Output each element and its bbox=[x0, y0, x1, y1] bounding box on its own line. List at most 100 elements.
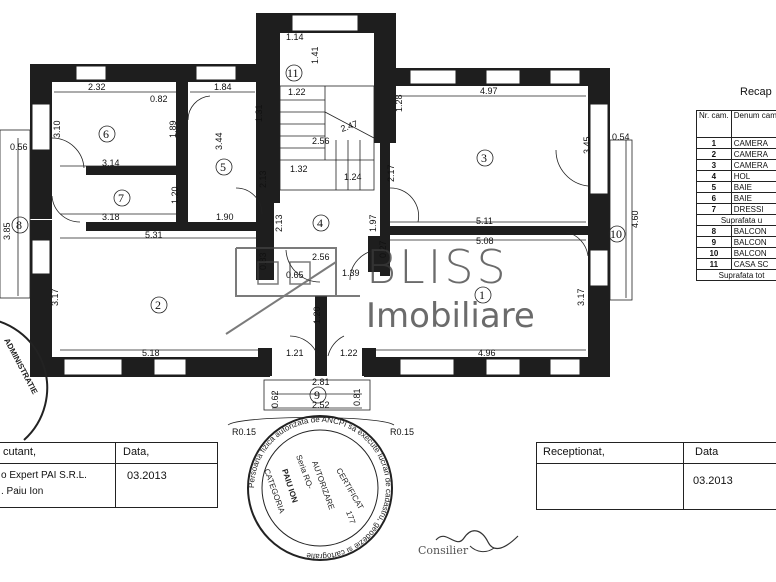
stamp-name: PAIU ION bbox=[280, 468, 299, 504]
dim-label: 1.89 bbox=[168, 120, 178, 138]
cell-nr: 9 bbox=[696, 236, 732, 248]
room-number: 10 bbox=[610, 227, 622, 241]
cell-nr: 3 bbox=[696, 159, 732, 171]
dim-label: 4.96 bbox=[478, 348, 496, 358]
cell-nr: 1 bbox=[696, 137, 732, 149]
executant-company: o Expert PAI S.R.L. bbox=[1, 470, 87, 481]
cell-name: BAIE bbox=[730, 181, 776, 193]
cell-nr: 11 bbox=[696, 258, 732, 270]
cell-name: CASA SC bbox=[730, 258, 776, 270]
dim-label: 0.62 bbox=[270, 390, 280, 408]
dim-label: 1.97 bbox=[368, 214, 378, 232]
windows bbox=[31, 14, 609, 376]
stamp-seria: Seria RO- bbox=[294, 454, 315, 491]
dim-label: 2.32 bbox=[88, 82, 106, 92]
dim-label: 1.84 bbox=[214, 82, 232, 92]
dim-label: 1.22 bbox=[340, 348, 358, 358]
dim-label: 1.90 bbox=[216, 212, 234, 222]
dim-label: 5.31 bbox=[145, 230, 163, 240]
watermark-logo bbox=[225, 247, 360, 335]
dim-label: 1.31 bbox=[254, 104, 264, 122]
dim-label: 0.82 bbox=[150, 94, 168, 104]
signature-consilier: Consilier bbox=[418, 544, 469, 557]
dimension-lines bbox=[17, 91, 627, 409]
date-label: Data, bbox=[123, 446, 150, 458]
col-header-nr: Nr. cam. bbox=[696, 110, 732, 138]
room-number: 2 bbox=[155, 298, 161, 312]
executant-person: . Paiu Ion bbox=[1, 486, 44, 497]
dim-label: 3.17 bbox=[576, 288, 586, 306]
cell-nr: 7 bbox=[696, 203, 732, 215]
dim-label: 1.20 bbox=[312, 306, 322, 324]
dim-label: 2.13 bbox=[274, 214, 284, 232]
cell-nr: 10 bbox=[696, 247, 732, 259]
room-number: 6 bbox=[103, 127, 109, 141]
dim-label: 5.08 bbox=[476, 236, 494, 246]
dim-label: R0.15 bbox=[390, 427, 414, 437]
dim-label: 4.60 bbox=[630, 210, 640, 228]
room-number: 3 bbox=[481, 151, 487, 165]
dim-label: 3.85 bbox=[2, 222, 12, 240]
dim-label: 1.21 bbox=[286, 348, 304, 358]
dimension-labels-vertical: 1.41 1.28 3.10 1.89 1.31 3.44 2.47 3.45 … bbox=[2, 46, 640, 408]
room-labels: 6 5 7 8 4 3 11 2 1 10 9 bbox=[11, 64, 626, 404]
room-number: 7 bbox=[118, 191, 124, 205]
dim-label: 3.18 bbox=[102, 212, 120, 222]
room-number: 5 bbox=[220, 160, 226, 174]
col-header-name: Denum camer bbox=[730, 110, 776, 138]
cell-subtotal: Suprafata u bbox=[695, 214, 776, 226]
dim-label: 2.56 bbox=[312, 136, 330, 146]
watermark-title: BLISS bbox=[366, 240, 509, 294]
cell-name: BALCON bbox=[730, 225, 776, 237]
watermark-subtitle: Imobiliare bbox=[366, 296, 535, 336]
room-number: 8 bbox=[16, 218, 22, 232]
dim-label: 0.81 bbox=[352, 388, 362, 406]
dim-label: 3.45 bbox=[582, 136, 592, 154]
dim-label: 2.81 bbox=[312, 377, 330, 387]
dim-label: 0.27 bbox=[378, 240, 388, 258]
total-row: Suprafata tot bbox=[695, 269, 776, 281]
room-number: 11 bbox=[287, 66, 299, 80]
recap-title: Recap bbox=[740, 86, 772, 98]
cell-name: CAMERA bbox=[730, 148, 776, 160]
cell-nr: 6 bbox=[696, 192, 732, 204]
dim-label: 4.97 bbox=[480, 86, 498, 96]
dim-label: 1.24 bbox=[344, 172, 362, 182]
receptionat-label: Receptionat, bbox=[543, 446, 605, 458]
cell-name: BALCON bbox=[730, 247, 776, 259]
dim-label: 1.39 bbox=[342, 268, 360, 278]
cell-name: CAMERA bbox=[730, 159, 776, 171]
dim-label: 1.28 bbox=[394, 94, 404, 112]
cell-nr: 5 bbox=[696, 181, 732, 193]
receptionat-box: Receptionat, Data 03.2013 bbox=[536, 442, 776, 510]
dim-label: 3.44 bbox=[214, 132, 224, 150]
dim-label: 0.65 bbox=[286, 270, 304, 280]
cell-nr: 8 bbox=[696, 225, 732, 237]
dim-label: 0.83 bbox=[258, 252, 268, 270]
dim-label: 5.11 bbox=[476, 216, 493, 226]
handwritten-signature bbox=[435, 530, 519, 553]
cell-name: CAMERA bbox=[730, 137, 776, 149]
room-number: 4 bbox=[317, 216, 323, 230]
executant-date: 03.2013 bbox=[127, 470, 167, 482]
receptionat-date: 03.2013 bbox=[693, 475, 733, 487]
room-number: 1 bbox=[479, 288, 485, 302]
executant-label: cutant, bbox=[3, 446, 37, 458]
cell-nr: 4 bbox=[696, 170, 732, 182]
cell-name: BAIE bbox=[730, 192, 776, 204]
dim-label: 2.13 bbox=[258, 170, 268, 188]
cell-name: BALCON bbox=[730, 236, 776, 248]
dim-label: 0.54 bbox=[612, 132, 630, 142]
dim-label: 1.22 bbox=[288, 87, 306, 97]
doors bbox=[51, 95, 589, 357]
